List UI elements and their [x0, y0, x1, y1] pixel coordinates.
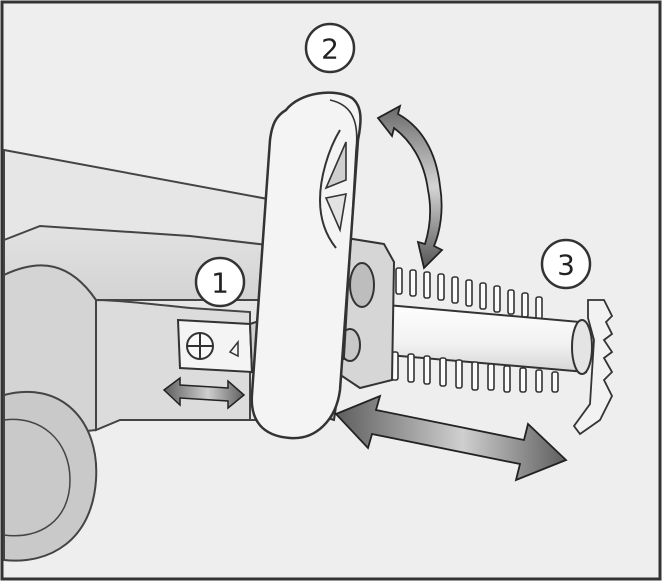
diagonal-double-arrow-icon	[334, 394, 568, 482]
horizontal-double-arrow-icon	[162, 376, 246, 410]
callout-1-number: 1	[211, 267, 229, 300]
callout-3-number: 3	[557, 249, 575, 282]
lock-symbol-icon	[228, 339, 239, 358]
curved-double-arrow-icon	[376, 104, 444, 270]
callout-1: 1	[194, 256, 246, 308]
callout-2-number: 2	[321, 33, 339, 66]
side-cover	[250, 91, 362, 440]
callout-2: 2	[304, 22, 356, 74]
callout-3: 3	[540, 238, 592, 290]
lock-slider	[176, 318, 266, 374]
